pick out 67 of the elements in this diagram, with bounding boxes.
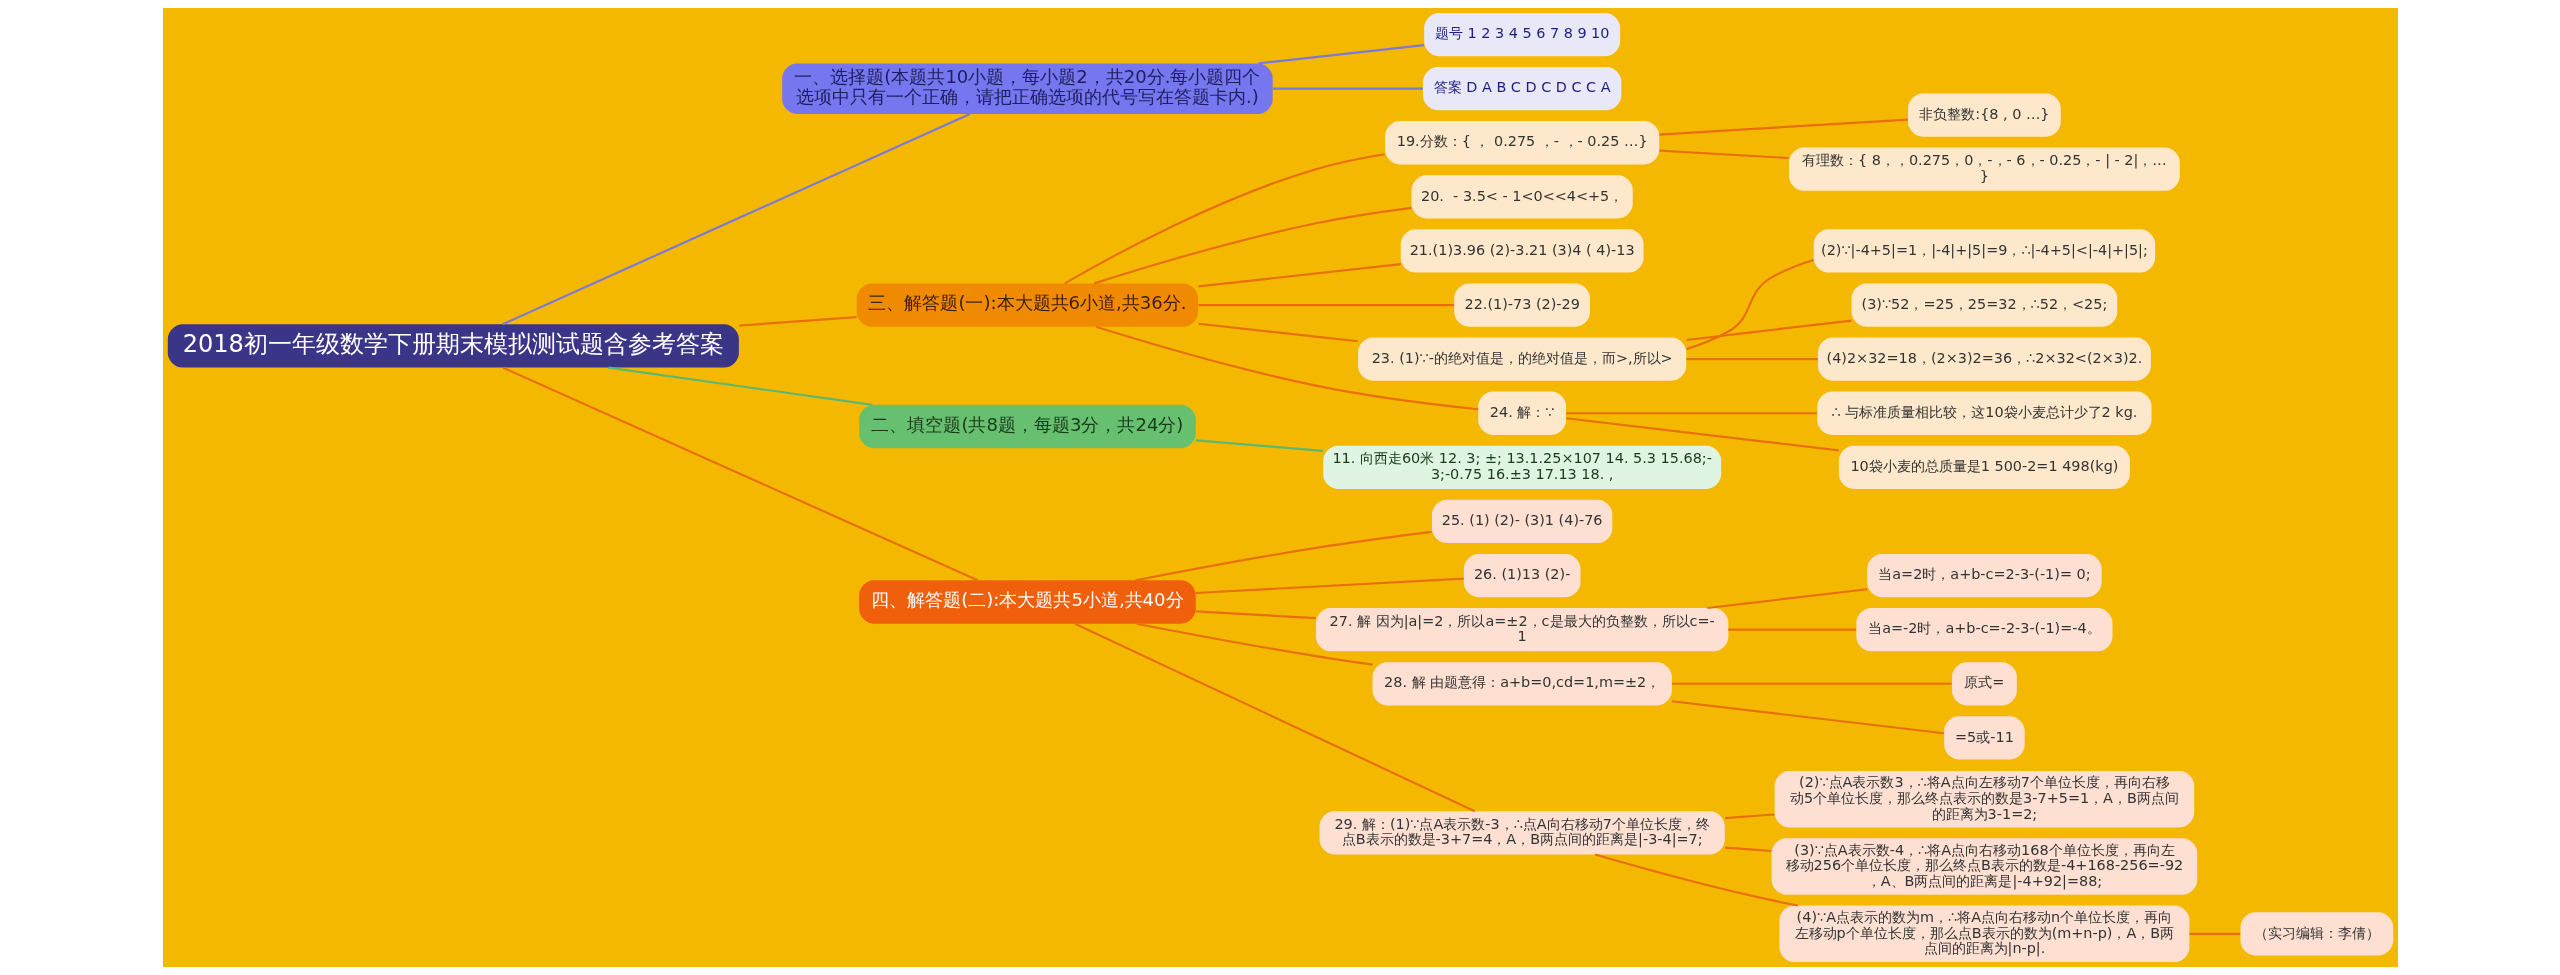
connector: [1197, 263, 1401, 288]
connector: [738, 316, 857, 327]
node-box: 26. (1)13 (2)-: [1463, 553, 1580, 598]
connector: [1195, 610, 1316, 620]
node-box: =5或-11: [1943, 716, 2025, 760]
connector: [607, 366, 873, 406]
node-box: 2018初一年级数学下册期末模拟测试题含参考答案: [167, 324, 739, 368]
node-box: 三、解答题(一):本大题共6小道,共36分.: [856, 283, 1198, 327]
node-box: 11. 向西走60米 12. 3; ±; 13.1.25×107 14. 5.3 15.68;-3;-0.75 16.±3 17.13 18. ,: [1322, 445, 1721, 489]
node-box: (2)∵|-4+5|=1，|-4|+|5|=9，∴|-4+5|<|-4|+|5|;: [1813, 229, 2155, 273]
connector: [1095, 325, 1478, 411]
connector: [1195, 577, 1464, 595]
node-box: 24. 解：∵: [1477, 391, 1566, 435]
connector: [1093, 206, 1412, 285]
connector: [1134, 530, 1432, 582]
connector: [501, 113, 970, 326]
connector: [1658, 149, 1789, 160]
node-box: 22.(1)-73 (2)-29: [1453, 283, 1590, 327]
connector: [1727, 628, 1856, 631]
connector: [1197, 304, 1454, 307]
connector: [2188, 932, 2240, 935]
connector: [1685, 259, 1814, 350]
node-box: 23. (1)∵-的绝对值是，的绝对值是，而>,所以>: [1357, 337, 1686, 381]
node-box: 当a=2时，a+b-c=2-3-(-1)= 0;: [1866, 553, 2102, 598]
connector: [1074, 622, 1475, 813]
connector: [1565, 417, 1839, 452]
node-box: 题号 1 2 3 4 5 6 7 8 9 10: [1423, 12, 1620, 57]
connector: [1658, 118, 1908, 136]
connector: [1706, 588, 1867, 610]
connector: [1671, 682, 1952, 685]
connector: [1135, 622, 1373, 666]
node-box: 10袋小麦的总质量是1 500-2=1 498(kg): [1838, 445, 2130, 489]
node-box: 25. (1) (2)- (3)1 (4)-76: [1431, 499, 1612, 544]
connector: [1724, 846, 1771, 853]
connector: [1063, 153, 1385, 285]
node-box: (3)∵52，=25，25=32，∴52，<25;: [1851, 283, 2117, 327]
connector: [1685, 358, 1818, 361]
connector: [1594, 853, 1798, 907]
node-box: 原式=: [1951, 662, 2017, 706]
node-box: 20. - 3.5< - 1<0<<4<+5，: [1411, 175, 1633, 219]
node-box: (4)∵A点表示的数为m，∴将A点向右移动n个单位长度，再向左移动p个单位长度，那么点B表示的数为(m+n-p)，A，B两点间的距离为|n-p|.: [1778, 905, 2189, 963]
connector: [1257, 44, 1424, 65]
node-box: (2)∵点A表示数3，∴将A点向左移动7个单位长度，再向右移动5个单位长度，那么终点表示的数是3-7+5=1，A，B两点间的距离为3-1=2;: [1774, 770, 2194, 828]
node-box: 有理数：{ 8，，0.275，0，-，- 6，- 0.25，- | - 2|，…}: [1788, 147, 2180, 191]
node-box: 19.分数：{ ， 0.275 ，- ，- 0.25 …}: [1384, 121, 1659, 165]
node-box: ∴ 与标准质量相比较，这10袋小麦总计少了2 kg.: [1816, 391, 2152, 435]
connector: [1195, 439, 1323, 452]
node-box: 答案 D A B C D C D C C A: [1422, 67, 1621, 111]
node-box: (4)2×32=18，(2×3)2=36，∴2×32<(2×3)2.: [1817, 337, 2151, 381]
node-box: 四、解答题(二):本大题共5小道,共40分: [858, 580, 1196, 624]
connector: [1272, 87, 1423, 90]
node-box: 二、填空题(共8题，每题3分，共24分): [858, 404, 1196, 449]
node-box: 28. 解 由题意得：a+b=0,cd=1,m=±2，: [1371, 662, 1672, 706]
connector: [1197, 322, 1358, 343]
connector: [1671, 700, 1944, 735]
node-box: 非负整数:{8 , 0 …}: [1907, 93, 2061, 137]
connector: [1724, 813, 1775, 820]
node-box: （实习编辑：李倩）: [2240, 912, 2393, 956]
node-box: 当a=-2时，a+b-c=-2-3-(-1)=-4。: [1855, 608, 2112, 652]
connector: [502, 366, 978, 582]
connector: [1565, 412, 1817, 415]
node-box: 21.(1)3.96 (2)-3.21 (3)4 ( 4)-13: [1400, 229, 1644, 273]
node-box: 一、选择题(本题共10小题，每小题2，共20分.每小题四个选项中只有一个正确，请把正确选项的代号写在答题卡内.): [781, 63, 1273, 114]
node-box: (3)∵点A表示数-4，∴将A点向右移动168个单位长度，再向左移动256个单位长度，那么终点B表示的数是-4+168-256=-92，A、B两点间的距离是|-4+92|=88;: [1771, 838, 2197, 895]
node-box: 29. 解：(1)∵点A表示数-3，∴点A向右移动7个单位长度，终点B表示的数是-3+7=4，A，B两点间的距离是|-3-4|=7;: [1319, 811, 1725, 855]
node-box: 27. 解 因为|a|=2，所以a=±2，c是最大的负整数，所以c=-1: [1315, 608, 1728, 652]
connector: [1685, 319, 1852, 342]
